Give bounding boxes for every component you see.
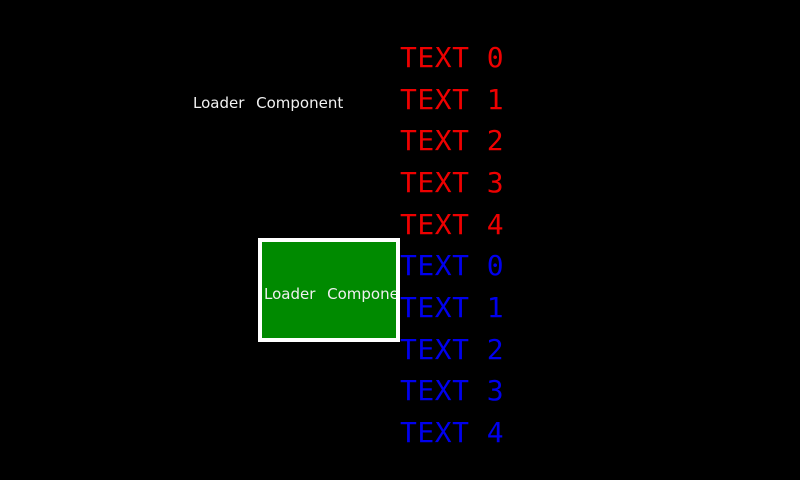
text-list-item: TEXT 2 [400, 124, 505, 157]
loader-component-box: Loader Component [258, 238, 400, 342]
text-list-item: TEXT 0 [400, 41, 505, 74]
text-list-item: TEXT 1 [400, 291, 505, 324]
loader-component-plain-label: Loader Component [193, 94, 344, 112]
text-list-item: TEXT 4 [400, 208, 505, 241]
text-list-item: TEXT 3 [400, 166, 505, 199]
text-list-item: TEXT 3 [400, 374, 505, 407]
text-list-item: TEXT 4 [400, 416, 505, 449]
text-list-item: TEXT 2 [400, 333, 505, 366]
text-list-item: TEXT 1 [400, 83, 505, 116]
text-list-item: TEXT 0 [400, 249, 505, 282]
loader-component-box-label: Loader Component [264, 285, 400, 303]
